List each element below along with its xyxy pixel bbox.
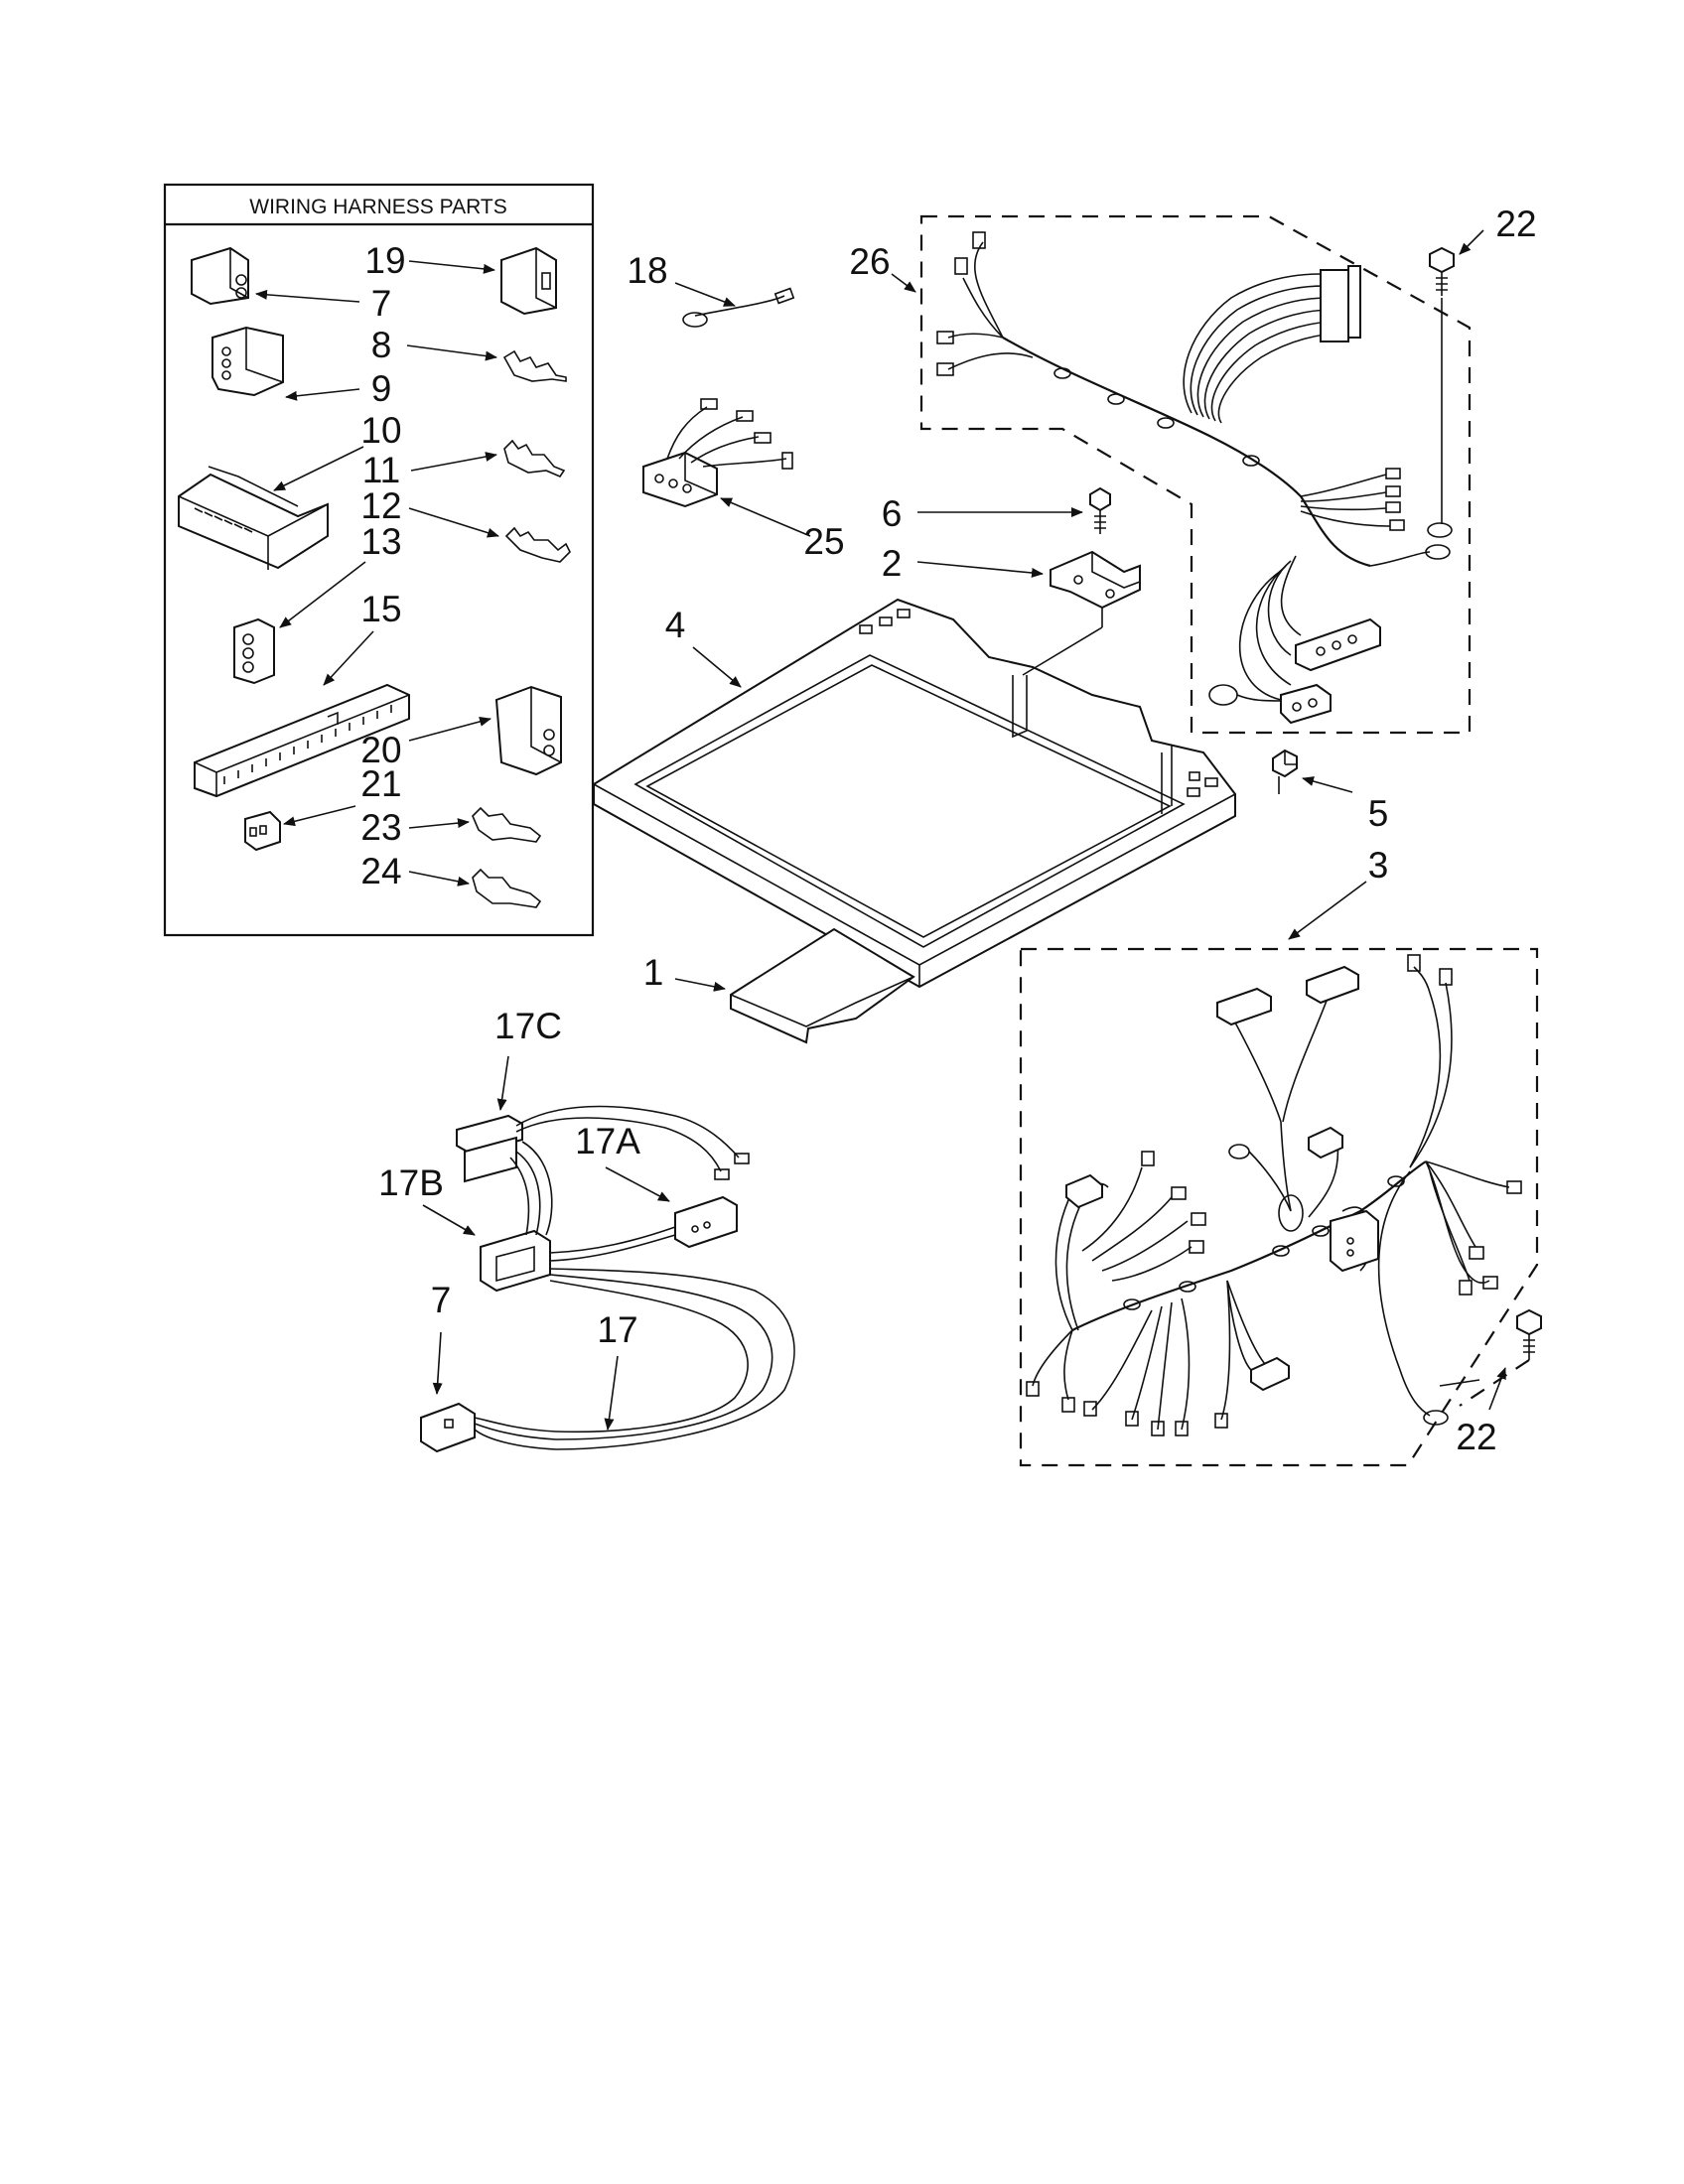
box-title: WIRING HARNESS PARTS — [249, 196, 506, 218]
part-7-plug — [191, 246, 249, 306]
label-18: 18 — [627, 250, 667, 291]
part-19-connector — [500, 246, 557, 316]
part-10-connector-block — [178, 466, 329, 570]
wiring-harness-parts-box: WIRING HARNESS PARTS — [163, 183, 595, 937]
part-25-connector: 25 — [642, 398, 845, 562]
label-12: 12 — [360, 485, 401, 526]
label-5: 5 — [1368, 793, 1389, 834]
label-9: 9 — [371, 368, 392, 409]
label-1: 1 — [643, 952, 664, 993]
part-18-ground-wire: 18 — [627, 250, 795, 328]
label-7-box: 7 — [371, 283, 392, 324]
label-3: 3 — [1368, 845, 1389, 886]
part-23-terminal — [472, 806, 542, 843]
label-11: 11 — [362, 450, 400, 490]
part-21-connector — [244, 810, 281, 852]
label-17c: 17C — [494, 1006, 562, 1046]
part-3-harness: 3 — [1019, 845, 1539, 1467]
part-22-screw-top: 22 — [1429, 204, 1537, 296]
label-8: 8 — [371, 325, 392, 365]
label-23: 23 — [360, 807, 401, 848]
label-25: 25 — [803, 521, 844, 562]
part-26-harness: 26 — [849, 214, 1472, 735]
part-5-clip: 5 — [1272, 749, 1389, 834]
label-6: 6 — [882, 493, 903, 534]
part-1-foam-strip: 1 — [643, 927, 915, 1044]
label-26: 26 — [849, 241, 890, 282]
part-6-screw: 6 — [882, 486, 1111, 534]
part-4-top-panel: 4 — [593, 598, 1236, 989]
part-8-terminal — [502, 349, 567, 382]
label-17b: 17B — [378, 1162, 444, 1203]
label-24: 24 — [360, 851, 401, 891]
label-15: 15 — [360, 589, 401, 629]
label-22-bottom: 22 — [1456, 1417, 1496, 1457]
label-4: 4 — [665, 605, 686, 645]
label-19: 19 — [364, 240, 405, 281]
label-2: 2 — [882, 543, 903, 584]
label-7-bottom: 7 — [431, 1280, 452, 1320]
label-10: 10 — [360, 410, 401, 451]
label-17a: 17A — [575, 1121, 640, 1161]
part-12-terminal — [504, 526, 571, 563]
label-13: 13 — [360, 521, 401, 562]
part-20-plug — [494, 685, 562, 776]
label-21: 21 — [360, 763, 401, 804]
label-20: 20 — [360, 730, 401, 770]
part-9-connector — [211, 326, 284, 397]
label-22-top: 22 — [1495, 204, 1536, 244]
part-15-header — [194, 683, 410, 798]
part-2-bracket: 2 — [882, 543, 1141, 627]
part-17-harness: 17C 17A 17B 7 17 — [378, 1006, 795, 1453]
part-24-terminal — [472, 868, 542, 908]
part-11-terminal — [503, 439, 566, 478]
part-22-screw-bottom: 22 — [1439, 1308, 1542, 1457]
part-13-connector — [233, 617, 275, 685]
label-17: 17 — [597, 1309, 637, 1350]
